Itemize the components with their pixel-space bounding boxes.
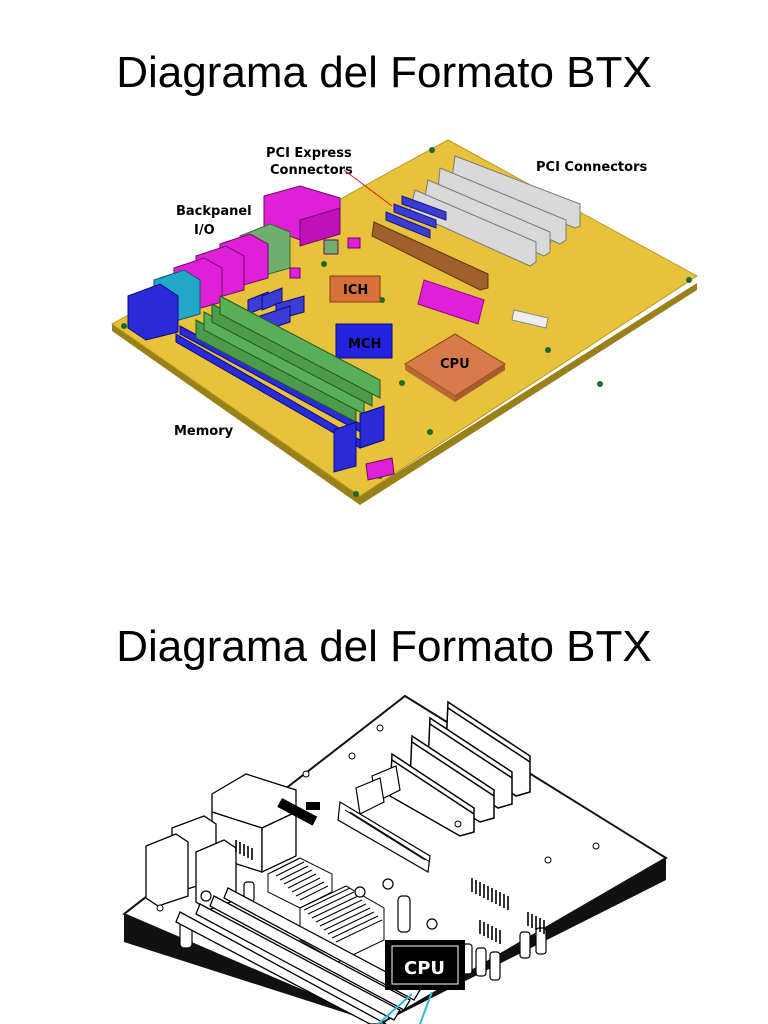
pci-express-label-line1: PCI Express — [266, 146, 352, 161]
mch-label: MCH — [348, 337, 381, 352]
motherboard — [112, 140, 697, 496]
slide-1: Diagrama del Formato BTX — [0, 0, 768, 512]
pci-express-label-line2: Connectors — [270, 163, 353, 178]
btx-color-diagram: ICH MCH CPU — [0, 0, 768, 512]
backpanel-label-line2: I/O — [194, 223, 215, 238]
cpu-label: CPU — [440, 357, 470, 372]
slide-2: Diagrama del Formato BTX — [0, 512, 768, 1024]
cpu-label: CPU — [404, 958, 445, 979]
ich-label: ICH — [343, 283, 368, 298]
memory-label: Memory — [174, 424, 234, 439]
backpanel-label-line1: Backpanel — [176, 204, 252, 219]
pci-connectors-label: PCI Connectors — [536, 160, 647, 175]
btx-line-diagram: CPU — [0, 512, 768, 1024]
